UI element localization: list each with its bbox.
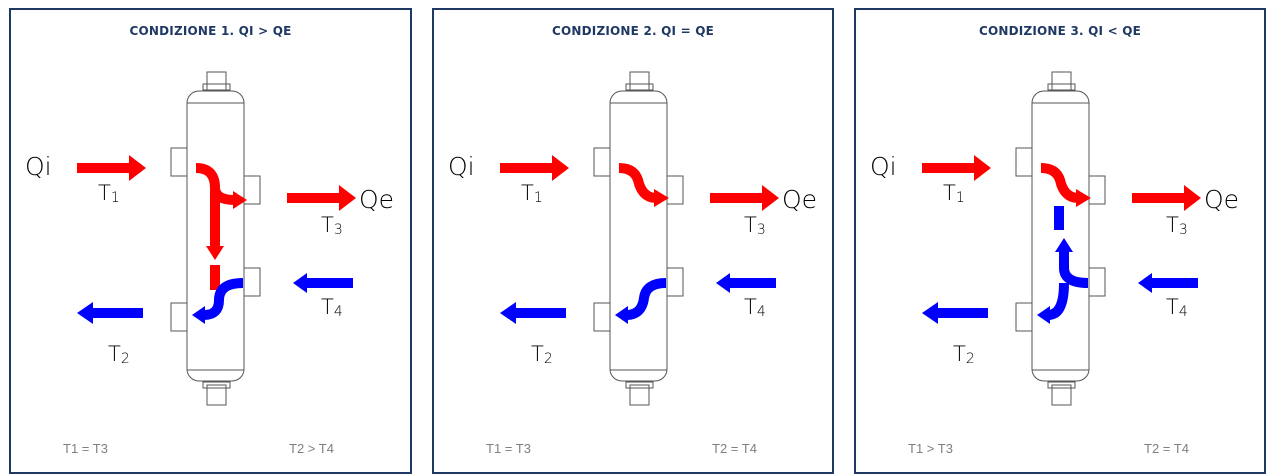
condition-right: T2 = T4 [712, 441, 757, 456]
flow-arrows [922, 155, 1201, 324]
panel-condition-1: CONDIZIONE 1. QI > QE [9, 8, 412, 474]
separator-body [1015, 71, 1106, 406]
t3-label: T3 [1166, 213, 1188, 238]
panel-title: CONDIZIONE 1. QI > QE [129, 24, 292, 38]
hydraulic-separator-diagram [922, 71, 1201, 406]
condition-left: T1 = T3 [63, 441, 108, 456]
t4-label: T4 [1166, 295, 1188, 320]
t4-label: T4 [321, 295, 343, 320]
qi-label: Qi [25, 152, 52, 181]
panel-title: CONDIZIONE 3. QI < QE [978, 24, 1142, 38]
qi-label: Qi [448, 152, 475, 181]
qi-label: Qi [870, 152, 897, 181]
panel-condition-2: CONDIZIONE 2. QI = QE Qi [432, 8, 834, 474]
flow-arrows [500, 155, 779, 324]
flow-arrows [77, 155, 356, 324]
t1-label: T1 [943, 181, 965, 206]
separator-body [170, 71, 261, 406]
condition-left: T1 = T3 [486, 441, 531, 456]
panel-condition-3: CONDIZIONE 3. QI < QE [854, 8, 1266, 474]
t3-label: T3 [321, 213, 343, 238]
qe-label: Qe [359, 185, 395, 214]
hydraulic-separator-diagram [77, 71, 356, 406]
separator-body [593, 71, 684, 406]
condition-right: T2 = T4 [1144, 441, 1189, 456]
t2-label: T2 [108, 342, 130, 367]
t2-label: T2 [953, 342, 975, 367]
hydraulic-separator-diagram [500, 71, 779, 406]
t1-label: T1 [521, 181, 543, 206]
condition-left: T1 > T3 [908, 441, 953, 456]
t3-label: T3 [744, 213, 766, 238]
panel-title: CONDIZIONE 2. QI = QE [551, 24, 715, 38]
t4-label: T4 [744, 295, 766, 320]
condition-right: T2 > T4 [289, 441, 334, 456]
qe-label: Qe [1204, 185, 1240, 214]
t2-label: T2 [531, 342, 553, 367]
qe-label: Qe [782, 185, 818, 214]
t1-label: T1 [98, 181, 120, 206]
